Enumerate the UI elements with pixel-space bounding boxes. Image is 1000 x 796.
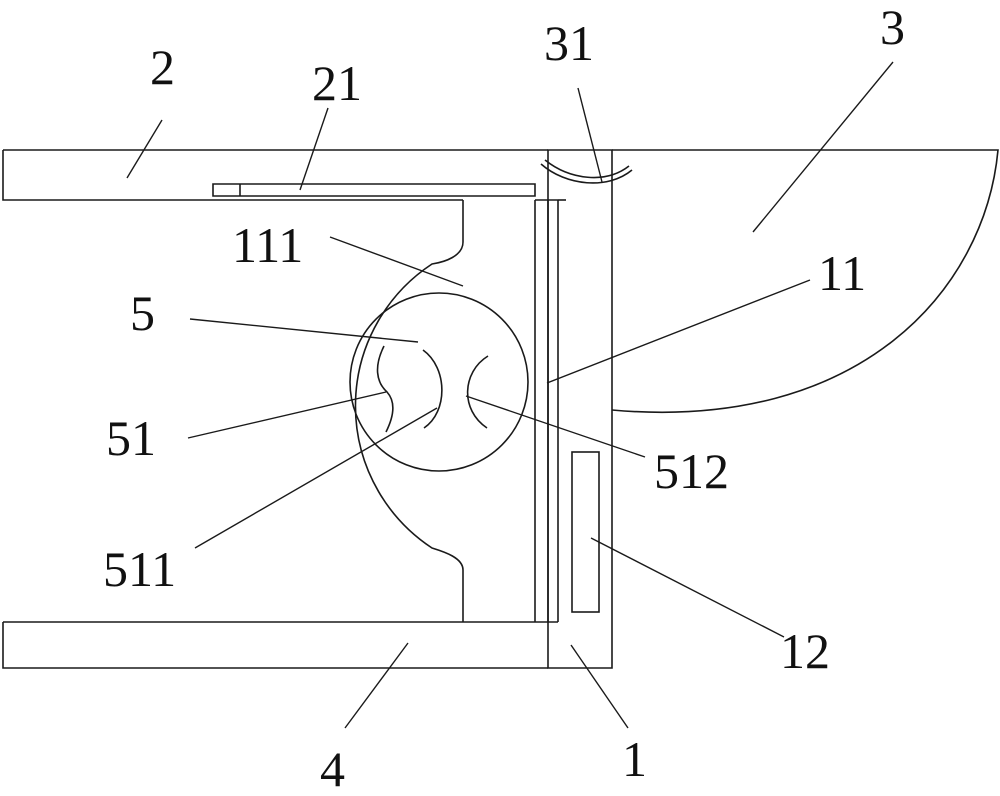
leader-1 — [570, 644, 629, 729]
label-111: 111 — [232, 217, 303, 273]
label-5: 5 — [130, 285, 155, 341]
part-511-middle-arc — [422, 349, 443, 429]
part-21-rod — [212, 183, 536, 197]
part-11-inner-plate — [534, 199, 566, 623]
label-511: 511 — [103, 541, 176, 597]
label-4: 4 — [320, 741, 345, 796]
part-4-lower-bar — [2, 621, 548, 669]
part-1-vertical-frame — [547, 149, 613, 669]
part-3-arc-flap — [611, 149, 999, 414]
leader-111 — [329, 236, 464, 287]
leader-lines — [126, 61, 894, 729]
part-12-slot — [571, 451, 600, 613]
part-51-left-arc — [376, 345, 394, 433]
label-12: 12 — [780, 623, 830, 679]
leader-11 — [546, 279, 811, 384]
label-51: 51 — [106, 410, 156, 466]
label-512: 512 — [654, 443, 729, 499]
part-31-curved-clip — [540, 159, 633, 184]
leader-2 — [126, 119, 163, 179]
leader-5 — [189, 318, 419, 343]
part-5-disc — [349, 292, 529, 472]
leader-31 — [577, 87, 603, 183]
label-1: 1 — [622, 731, 647, 787]
leader-3 — [752, 61, 894, 233]
leader-511 — [194, 407, 438, 549]
part-512-right-arc — [466, 355, 489, 429]
leader-512 — [465, 395, 646, 458]
leader-12 — [590, 537, 785, 638]
label-21: 21 — [312, 55, 362, 111]
leader-21 — [299, 107, 329, 191]
leader-51 — [187, 391, 387, 439]
part-111-base-body — [354, 200, 464, 622]
label-3: 3 — [880, 0, 905, 55]
label-31: 31 — [544, 15, 594, 71]
label-11: 11 — [818, 245, 866, 301]
part-2-upper-bar — [2, 149, 548, 201]
label-2: 2 — [150, 39, 175, 95]
reference-labels: 2 21 31 3 111 11 5 51 512 511 12 4 1 — [103, 0, 905, 796]
leader-4 — [344, 642, 409, 729]
